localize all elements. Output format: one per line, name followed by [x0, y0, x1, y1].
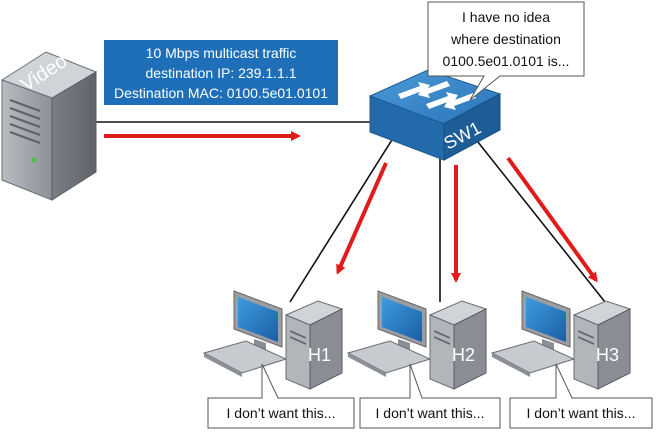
host-h1-callout-text: I don’t want this... [227, 405, 336, 421]
host-h3-monitor [521, 290, 571, 351]
host-h1-label: H1 [308, 345, 331, 365]
link-switch-h3 [469, 131, 606, 303]
switch-front-right-face [443, 93, 501, 161]
host-h3-keyboard [490, 340, 576, 377]
traffic-arrows [104, 131, 598, 283]
host-h3-callout: I don’t want this... [509, 363, 653, 429]
server-side-face [51, 71, 97, 201]
host-h1-callout-bubble [207, 363, 355, 429]
host-h3-callout-bubble [509, 363, 653, 429]
host-h3-label: H3 [596, 345, 619, 365]
multicast-info-box: 10 Mbps multicast traffic destination IP… [104, 40, 338, 105]
server-power-led [31, 157, 37, 163]
host-h2-monitor [377, 290, 427, 351]
switch-callout-line-1: I have no idea [462, 9, 550, 25]
server-front-face [1, 79, 53, 201]
info-line-2: destination IP: 239.1.1.1 [146, 65, 297, 81]
host-h1-callout: I don’t want this... [207, 363, 355, 429]
host-h1-monitor [233, 290, 283, 351]
host-h1: H1 [202, 290, 344, 390]
connection-lines [96, 121, 606, 303]
arrow-switch-to-h1 [336, 162, 388, 275]
host-h2-label: H2 [452, 345, 475, 365]
host-h2-keyboard [346, 340, 432, 377]
arrow-switch-to-h3 [506, 156, 598, 283]
host-h2-tower [428, 300, 488, 390]
video-server: Video [0, 50, 98, 201]
switch-sw1: SW1 [368, 69, 502, 161]
server-vents [9, 99, 41, 144]
switch-callout: I have no idea where destination 0100.5e… [427, 1, 585, 101]
switch-arrows-icon [398, 81, 476, 110]
switch-callout-line-2: where destination [450, 31, 561, 47]
switch-callout-line-3: 0100.5e01.0101 is... [443, 53, 570, 69]
host-h1-tower [284, 300, 344, 390]
host-h3-tower [572, 300, 632, 390]
link-switch-h1 [289, 134, 396, 303]
info-box-background [104, 40, 338, 105]
host-h3: H3 [490, 290, 632, 390]
host-h2-callout-text: I don’t want this... [376, 405, 485, 421]
info-line-1: 10 Mbps multicast traffic [146, 45, 297, 61]
info-line-3: Destination MAC: 0100.5e01.0101 [114, 85, 328, 101]
host-h2: H2 [346, 290, 488, 390]
host-h2-callout: I don’t want this... [359, 363, 501, 429]
host-h3-callout-text: I don’t want this... [527, 405, 636, 421]
switch-callout-bubble [427, 1, 585, 101]
host-h2-callout-bubble [359, 363, 501, 429]
host-h1-keyboard [202, 340, 288, 377]
